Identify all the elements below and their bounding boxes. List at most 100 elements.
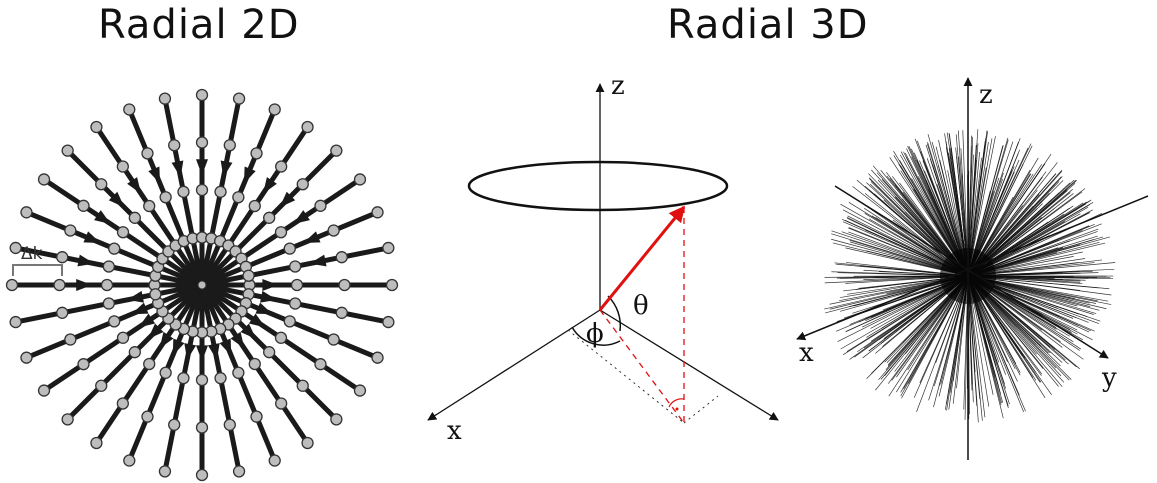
sample-point xyxy=(9,315,22,329)
direction-arrow xyxy=(220,160,233,178)
sample-point xyxy=(159,191,172,204)
direction-arrow xyxy=(148,166,160,184)
direction-arrow xyxy=(260,290,277,303)
direction-arrow xyxy=(108,191,125,208)
sphere-y-label: y xyxy=(1101,363,1117,393)
sample-point xyxy=(289,260,302,273)
sample-point xyxy=(177,185,190,198)
sample-point xyxy=(56,306,69,319)
direction-arrow xyxy=(172,338,185,356)
sample-point xyxy=(263,346,276,359)
sample-point xyxy=(108,315,121,328)
sample-point xyxy=(214,185,227,198)
direction-arrow xyxy=(293,210,310,224)
sample-point xyxy=(232,366,245,379)
sample-point xyxy=(100,278,114,292)
sample-point xyxy=(330,413,343,426)
sample-point xyxy=(353,384,367,397)
sphere-x-label: x xyxy=(799,338,814,368)
sample-point xyxy=(248,199,261,213)
theta-circle xyxy=(467,160,729,212)
sample-point xyxy=(274,331,288,344)
radial-3d-title: Radial 3D xyxy=(667,2,869,48)
k-vector xyxy=(598,205,686,311)
sample-point xyxy=(195,468,209,482)
direction-arrow xyxy=(83,231,101,243)
sample-point xyxy=(61,144,74,157)
sample-point xyxy=(116,160,129,173)
y-axis xyxy=(599,309,779,421)
sample-point xyxy=(56,251,69,264)
sample-point xyxy=(296,379,309,392)
direction-arrow xyxy=(230,331,245,349)
sample-point xyxy=(95,379,108,392)
sample-point xyxy=(195,373,209,387)
sample-point xyxy=(385,278,399,292)
direction-arrow xyxy=(262,279,279,291)
direction-arrow xyxy=(184,343,197,360)
z-axis-label: z xyxy=(611,71,625,101)
sample-point xyxy=(301,120,314,134)
theta-label: θ xyxy=(633,291,649,321)
direction-arrow xyxy=(255,302,273,315)
floor-projection xyxy=(599,309,685,424)
sample-point xyxy=(158,92,172,105)
sample-point xyxy=(177,372,190,385)
sample-point xyxy=(123,103,136,116)
sample-point xyxy=(250,147,263,160)
sample-point xyxy=(116,397,129,410)
sample-point xyxy=(168,139,181,152)
sample-point xyxy=(20,351,33,364)
radial-2d-title: Radial 2D xyxy=(98,2,300,48)
sphere-y-axis xyxy=(834,185,1109,359)
sample-point xyxy=(330,144,343,157)
sample-point xyxy=(382,315,395,329)
sample-point xyxy=(223,139,236,152)
direction-arrow xyxy=(147,323,164,340)
sample-point xyxy=(283,242,296,255)
sample-point xyxy=(158,465,172,478)
sample-point xyxy=(250,410,263,423)
sample-point xyxy=(77,199,90,212)
sample-point xyxy=(232,191,245,204)
sample-point xyxy=(314,358,327,371)
spherical-coordinates-diagram: z x θ ϕ xyxy=(427,71,779,446)
sample-point xyxy=(37,173,51,186)
sample-point xyxy=(195,136,209,149)
sphere-axes: z x y xyxy=(796,77,1149,460)
sample-point xyxy=(214,372,227,385)
direction-arrow xyxy=(127,290,144,303)
sample-point xyxy=(37,384,51,397)
sample-point xyxy=(149,288,162,301)
sample-point xyxy=(263,211,276,224)
sample-point xyxy=(301,436,314,450)
x-axis xyxy=(427,309,601,421)
sample-point xyxy=(64,333,77,346)
sample-point xyxy=(290,278,304,292)
sample-point xyxy=(283,315,296,328)
sample-point xyxy=(143,199,156,213)
sample-point xyxy=(195,183,209,197)
sample-point xyxy=(335,251,348,264)
sample-point xyxy=(371,351,384,364)
sample-point xyxy=(5,278,19,292)
sample-point xyxy=(232,92,246,105)
direction-arrow xyxy=(240,323,257,340)
sample-point xyxy=(353,173,367,186)
sample-point xyxy=(64,224,77,237)
sample-point xyxy=(168,418,181,431)
projection-dotted-x xyxy=(567,329,685,424)
sample-point xyxy=(116,331,130,344)
sample-point xyxy=(327,333,340,346)
sample-point xyxy=(242,269,255,282)
sample-point xyxy=(90,436,103,450)
radial-2d-trajectory xyxy=(5,88,399,482)
delta-k-bracket: Δk xyxy=(12,244,63,276)
sample-point xyxy=(141,410,154,423)
direction-arrow xyxy=(171,160,184,178)
direction-arrow xyxy=(309,254,327,267)
sample-point xyxy=(141,147,154,160)
direction-arrow xyxy=(76,279,93,291)
direction-arrow xyxy=(196,345,208,362)
sample-point xyxy=(223,418,236,431)
